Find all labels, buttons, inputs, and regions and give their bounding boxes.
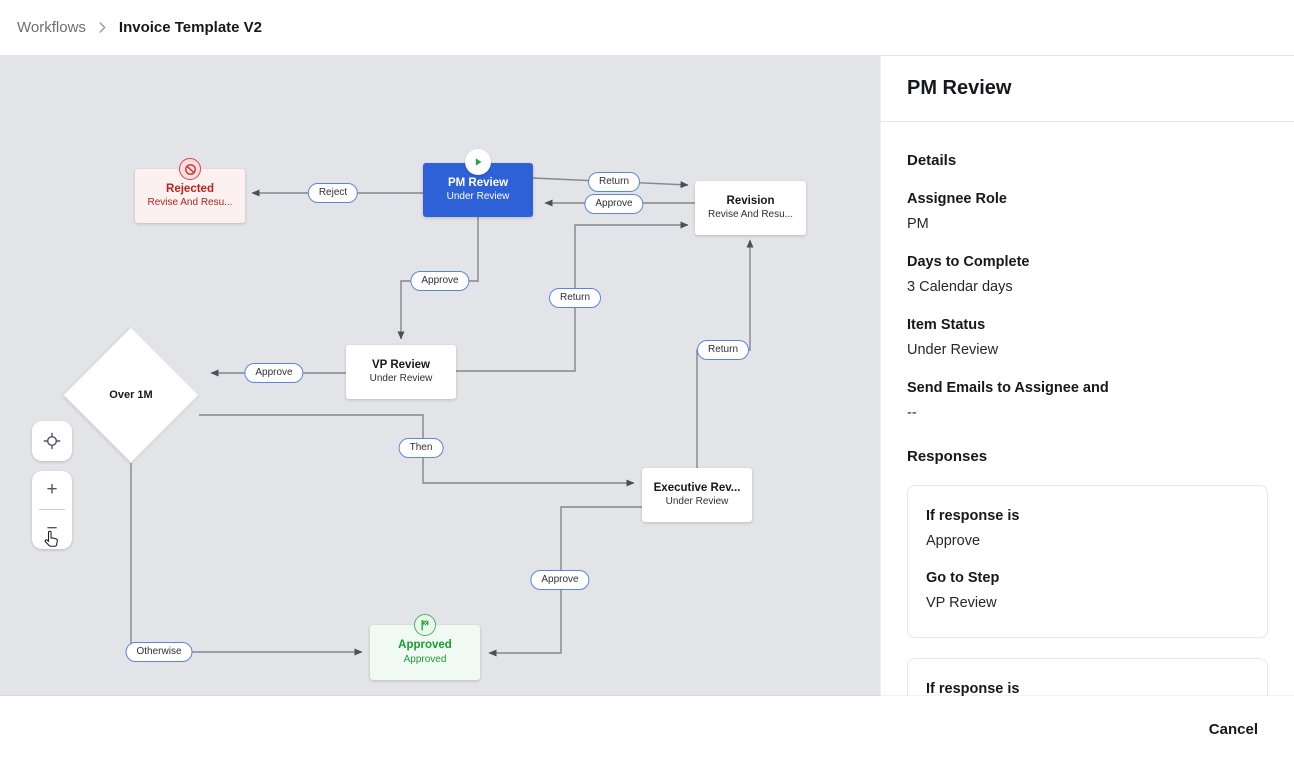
- prohibit-icon: [179, 158, 201, 180]
- edge-label-approve[interactable]: Approve: [530, 570, 590, 590]
- breadcrumb-current: Invoice Template V2: [118, 19, 263, 36]
- panel-header: PM Review: [881, 56, 1294, 122]
- response-card: If response is Approve Go to Step VP Rev…: [907, 485, 1268, 638]
- play-icon: [465, 149, 491, 175]
- if-response-value: Approve: [926, 533, 981, 549]
- node-rejected[interactable]: Rejected Revise And Resu...: [135, 158, 245, 223]
- field-label: Assignee Role: [907, 191, 1007, 207]
- field-value: PM: [907, 216, 929, 232]
- field-days-to-complete: Days to Complete 3 Calendar days: [907, 254, 1268, 295]
- chevron-right-icon: [97, 22, 108, 33]
- node-subtitle: Revise And Resu...: [147, 197, 233, 209]
- field-send-emails: Send Emails to Assignee and --: [907, 380, 1268, 421]
- node-title: Executive Rev...: [653, 481, 741, 494]
- edge-label-then[interactable]: Then: [398, 438, 444, 458]
- footer-bar: Cancel: [0, 696, 1294, 762]
- workflow-canvas[interactable]: Rejected Revise And Resu... PM Review Un…: [0, 56, 880, 696]
- node-title: PM Review: [447, 176, 509, 189]
- node-executive-review[interactable]: Executive Rev... Under Review: [642, 468, 752, 522]
- responses-heading: Responses: [907, 448, 988, 465]
- edge-label-reject[interactable]: Reject: [307, 183, 359, 203]
- breadcrumb: Workflows Invoice Template V2: [0, 0, 1294, 56]
- if-response-label: If response is: [926, 508, 1020, 524]
- node-subtitle: Approved: [403, 653, 447, 665]
- node-vp-review[interactable]: VP Review Under Review: [346, 345, 456, 399]
- node-subtitle: Revise And Resu...: [707, 209, 794, 221]
- node-title: Over 1M: [109, 389, 153, 401]
- crosshair-icon: [42, 431, 62, 451]
- response-card: If response is: [907, 658, 1268, 696]
- field-value: 3 Calendar days: [907, 279, 1013, 295]
- field-value: Under Review: [907, 342, 999, 358]
- node-title: Rejected: [166, 182, 214, 195]
- node-pm-review[interactable]: PM Review Under Review: [423, 149, 533, 217]
- node-title: VP Review: [372, 358, 430, 371]
- recenter-button[interactable]: [32, 421, 72, 461]
- edge-label-approve[interactable]: Approve: [410, 271, 470, 291]
- node-revision[interactable]: Revision Revise And Resu...: [695, 181, 806, 235]
- edge-label-approve[interactable]: Approve: [244, 363, 304, 383]
- field-value: --: [907, 405, 917, 421]
- edge-label-approve[interactable]: Approve: [584, 194, 644, 214]
- cancel-button[interactable]: Cancel: [1208, 720, 1258, 738]
- zoom-out-button[interactable]: −: [32, 510, 72, 548]
- details-heading: Details: [907, 152, 957, 169]
- node-subtitle: Under Review: [665, 496, 729, 508]
- zoom-stepper: + −: [32, 471, 72, 549]
- goto-step-label: Go to Step: [926, 570, 1000, 586]
- field-assignee-role: Assignee Role PM: [907, 191, 1268, 232]
- zoom-in-button[interactable]: +: [32, 471, 72, 509]
- field-label: Days to Complete: [907, 254, 1030, 270]
- node-subtitle: Under Review: [446, 191, 510, 203]
- node-title: Approved: [398, 639, 452, 652]
- edge-label-return[interactable]: Return: [696, 340, 750, 360]
- node-title: Revision: [726, 194, 775, 207]
- edge-label-return[interactable]: Return: [587, 172, 641, 192]
- node-over-1m[interactable]: Over 1M: [63, 327, 199, 463]
- node-approved[interactable]: Approved Approved: [370, 614, 480, 680]
- panel-title: PM Review: [907, 77, 1012, 99]
- edge-label-return[interactable]: Return: [548, 288, 602, 308]
- panel-body: Details Assignee Role PM Days to Complet…: [881, 122, 1294, 696]
- divider: [39, 509, 65, 510]
- field-label: Item Status: [907, 317, 986, 333]
- edge-label-otherwise[interactable]: Otherwise: [125, 642, 193, 662]
- flag-icon: [414, 614, 436, 636]
- if-response-label: If response is: [926, 681, 1020, 696]
- node-subtitle: Under Review: [369, 373, 433, 385]
- field-label: Send Emails to Assignee and: [907, 380, 1109, 396]
- goto-step-value: VP Review: [926, 595, 997, 611]
- step-details-panel: PM Review Details Assignee Role PM Days …: [880, 56, 1294, 696]
- edge-otherwise-diamond-approved: [130, 463, 363, 656]
- field-item-status: Item Status Under Review: [907, 317, 1268, 358]
- breadcrumb-workflows[interactable]: Workflows: [17, 19, 86, 36]
